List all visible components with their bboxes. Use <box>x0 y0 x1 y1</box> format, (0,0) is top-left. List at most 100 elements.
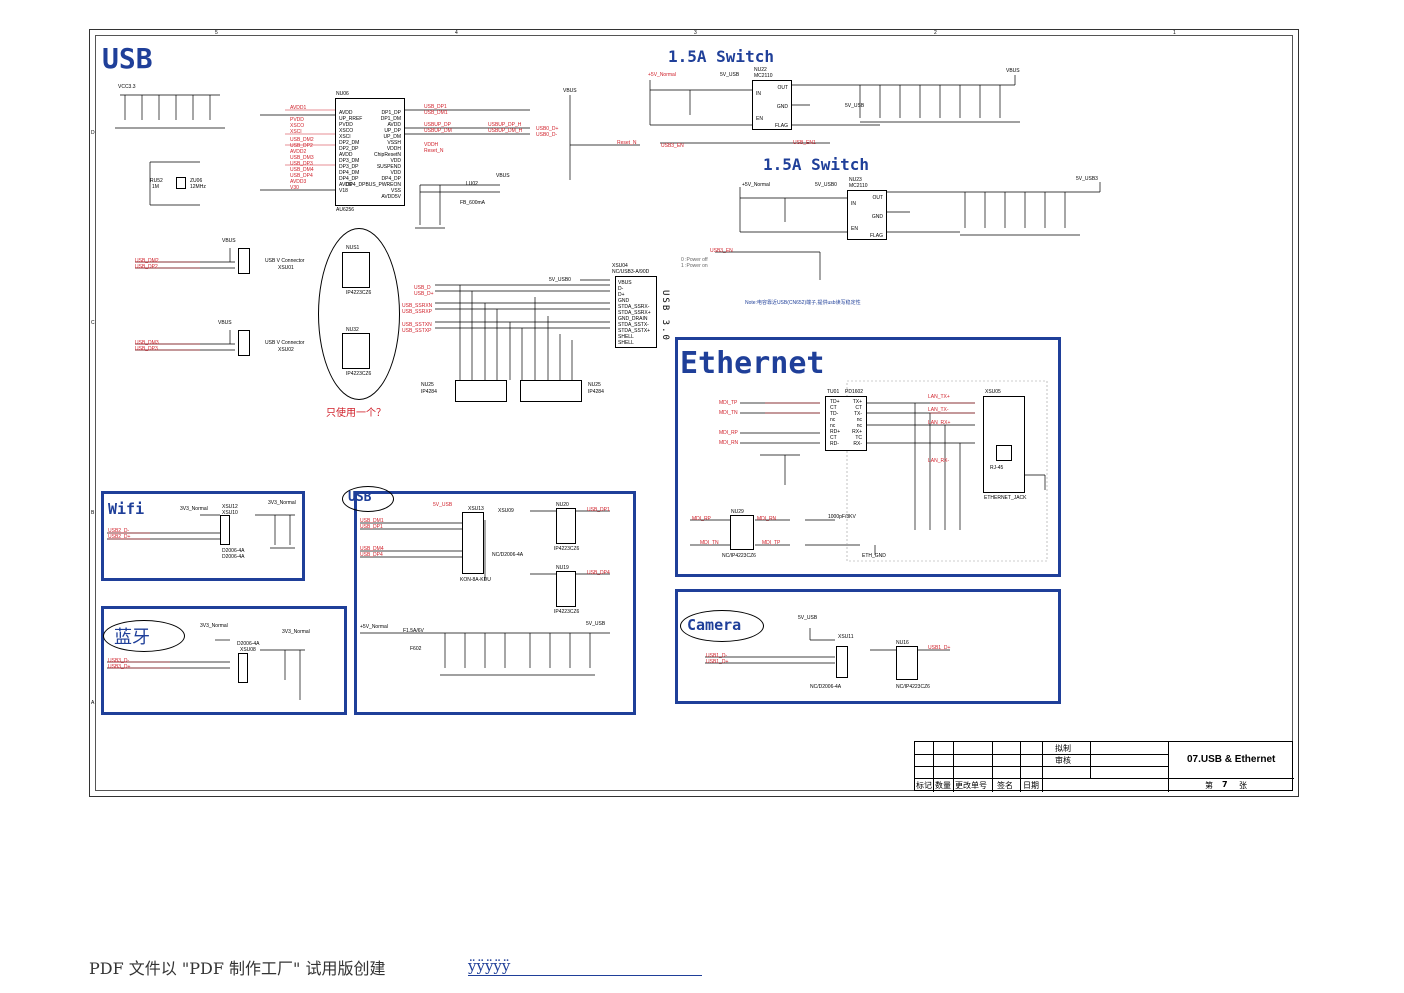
lu02-label: LU02 <box>466 181 478 187</box>
usb-ports-section <box>354 491 636 715</box>
hub-pin-up-rref: UP_RREF <box>339 116 363 122</box>
v5-usb-label-2: 5V_USB <box>845 103 865 109</box>
usbbox-dp4: USB_DP4 <box>360 552 383 558</box>
power-switch-1: IN OUT GND EN FLAG <box>752 80 792 130</box>
crystal-icon <box>176 177 186 189</box>
eth-pin-rx-p: RX+ <box>852 429 862 435</box>
hub-net-usb-dm3: USB_DM3 <box>290 155 314 161</box>
hub-pin-avdd-3: AVDD <box>339 182 353 188</box>
rj45-port-icon <box>996 445 1012 461</box>
v5-usb0-label-1: 5V_USB0 <box>549 277 571 283</box>
hub-pin-dp4-dp: DP4_DP <box>339 176 359 182</box>
esd-nu19 <box>556 571 576 607</box>
bt-part: D2006-4A <box>237 641 260 647</box>
usb3-en-label-2: USB3_EN <box>710 248 733 254</box>
camera-title: Camera <box>687 616 742 634</box>
hub-pin-vssh: VSSH <box>387 140 401 146</box>
mdi-tp-label: MDI_TP <box>719 400 738 406</box>
v5-usb3-label: 5V_USB3 <box>1076 176 1098 182</box>
hub-net-usb-dp2: USB_DP2 <box>290 143 313 149</box>
sw1-pin-en: EN <box>756 116 763 122</box>
sheet-frame <box>89 29 1299 797</box>
kon-part: KON-8A-KDU <box>460 577 491 583</box>
nu32-label: NU32 <box>346 327 359 333</box>
switch1-part: MC2110 <box>754 73 773 79</box>
hub-pin-dp1-dm: DP1_DM <box>380 116 401 122</box>
hub-net-usbup-dp: USBUP_DP <box>424 122 451 128</box>
tb-col-qty: 数量 <box>935 781 951 790</box>
usb-connector-2-label: USB V Connector <box>265 340 305 346</box>
rj45-jack: RJ-45 <box>983 396 1025 493</box>
hub-net-xsci: XSCI <box>290 129 302 135</box>
ru52-val: 1M <box>152 184 159 190</box>
usb3-net-ssrxn: USB_SSRXN <box>402 303 433 309</box>
hub-pin-vss: VSS <box>390 188 401 194</box>
mdi-rp-label: MDI_RP <box>719 430 738 436</box>
sw1-pin-flag: FLAG <box>774 123 788 129</box>
hub-net-usbup-dm: USBUP_DM <box>424 128 452 134</box>
v5-usb-label: 5V_USB <box>720 72 740 78</box>
eth-pin-tx-n: TX- <box>853 411 862 417</box>
wifi-connector <box>220 515 230 545</box>
esd-nu32 <box>342 333 370 369</box>
camera-usb1-dm: USB1_D- <box>706 653 728 659</box>
usb3-net-sstxn: USB_SSTXN <box>402 322 432 328</box>
usb-box-title-oval <box>342 486 394 512</box>
vcc33-label: VCC3.3 <box>118 84 136 90</box>
usbbox-5v-usb-2: 5V_USB <box>586 621 606 627</box>
power-off-note: 0 :Power off <box>681 257 708 263</box>
esd-nu25-b <box>520 380 582 402</box>
tb-col-sign: 签名 <box>997 781 1013 790</box>
tb-vline-4 <box>1020 742 1021 792</box>
hub-net-pvdd: PVDD <box>290 117 304 123</box>
mdi-rn-label-2: MDI_RN <box>757 516 777 522</box>
eth-pin-tc: TC <box>855 435 862 441</box>
usb3-pin-vbus: VBUS <box>618 280 632 286</box>
wifi-title: Wifi <box>108 500 145 518</box>
wifi-usb2-dm: USB2_D- <box>108 528 130 534</box>
nu29-part: NC/IP4223CZ6 <box>722 553 756 559</box>
xsu13-label: XSU13 <box>468 506 484 512</box>
nu19-label: NU19 <box>556 565 569 571</box>
hub-net-usb-dm1: USB_DM1 <box>424 110 448 116</box>
hub-pin-dp3-dm: DP3_DM <box>339 158 360 164</box>
nc-d2006-label: NC/D2006-4A <box>492 552 524 558</box>
bt-connector <box>238 653 248 683</box>
hub-net-avdd1: AVDD1 <box>290 105 307 111</box>
switch2-ref: NU23 <box>849 177 862 183</box>
hub-ref: NU06 <box>336 91 349 97</box>
power-switch-2: IN OUT GND EN FLAG <box>847 190 887 240</box>
bt-usb3-dp: USB3_D+ <box>108 664 131 670</box>
pdf-watermark-link[interactable]: ÿÿÿÿÿ <box>468 957 702 976</box>
mdi-rp-label-2: MDI_RP <box>692 516 711 522</box>
usb3-pin-ssrx-n: STDA_SSRX- <box>618 304 650 310</box>
eth-pin-ct-r1: CT <box>855 405 862 411</box>
fuse-ref: F602 <box>410 646 422 652</box>
usbbox-5v-label: 5V_USB <box>433 502 453 508</box>
wifi-part-1: D2006-4A <box>222 548 245 554</box>
usb0-dm: USB0_D- <box>536 132 558 138</box>
tb-sheet-suffix: 张 <box>1239 781 1247 790</box>
hub-pin-vdd-2: VDD <box>390 170 401 176</box>
tb-vline-3 <box>992 742 993 792</box>
switch2-title: 1.5A Switch <box>763 155 869 174</box>
usb3-pin-gnd-drain: GND_DRAIN <box>618 316 648 322</box>
reset-n-label: Reset_N <box>617 140 637 146</box>
usb-connector-2 <box>238 330 250 356</box>
sw1-pin-out: OUT <box>777 85 788 91</box>
tb-col-mark: 标记 <box>916 781 932 790</box>
frame-col-3: 3 <box>694 30 697 36</box>
nu19-dp4: USB_DP4 <box>587 570 610 576</box>
sw2-pin-out: OUT <box>872 195 883 201</box>
tb-sheet-number: 7 <box>1222 780 1228 789</box>
hub-net-avdd2: AVDD2 <box>290 149 307 155</box>
nu25-part-1: IP4284 <box>421 389 437 395</box>
usb-box-connector <box>462 512 484 574</box>
usbup-dp-h: USBUP_DP_H <box>488 122 522 128</box>
camera-part: NC/D2006-4A <box>810 684 842 690</box>
vbus-label-1: VBUS <box>563 88 577 94</box>
hub-pin-dp2-dm: DP2_DM <box>339 140 360 146</box>
tb-vline-2 <box>953 742 954 792</box>
bt-3v3-label-2: 3V3_Normal <box>282 629 310 635</box>
